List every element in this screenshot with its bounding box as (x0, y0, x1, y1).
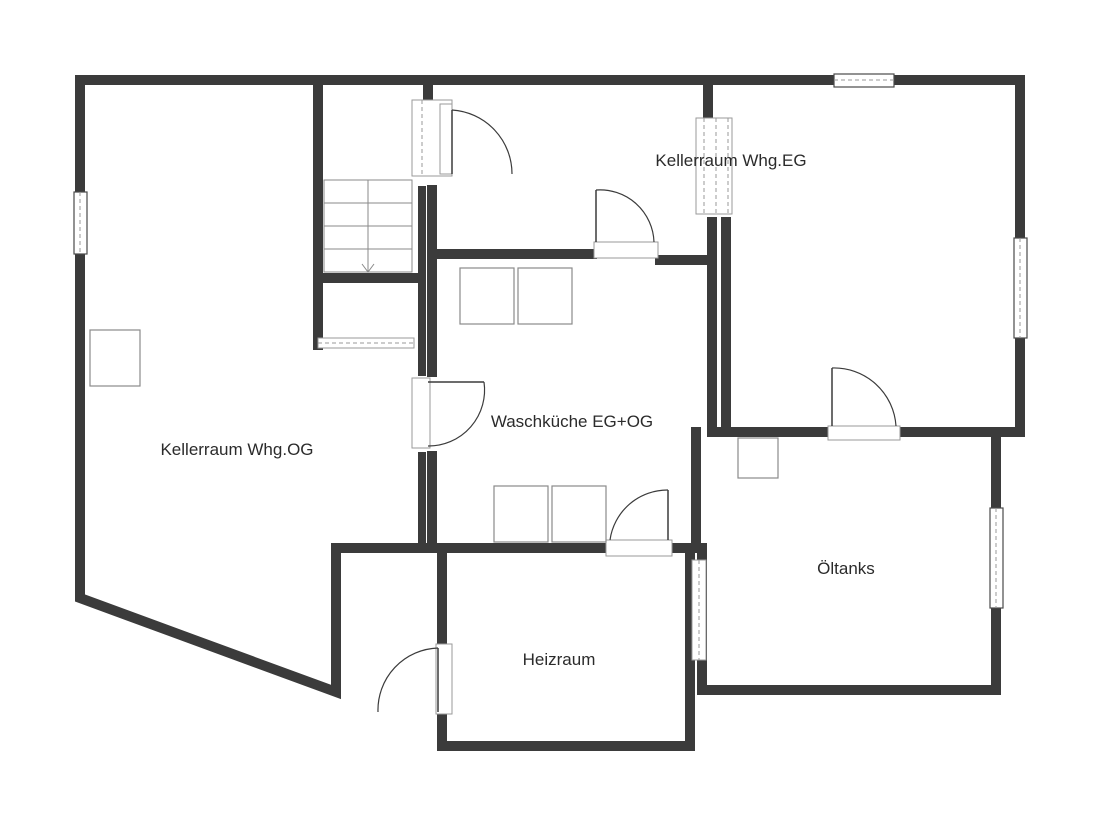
staircase (323, 179, 413, 273)
room-label-oeltanks: Öltanks (817, 559, 875, 578)
boiler-unit (89, 329, 141, 387)
door-stair-hall (439, 103, 513, 175)
room-labels: Kellerraum Whg.OG Kellerraum Whg.EG Wasc… (160, 151, 874, 669)
door-eg-south (827, 367, 901, 441)
door-frame (435, 643, 453, 715)
openings (317, 99, 733, 661)
opening-eg-passage (695, 117, 733, 215)
room-label-waschkueche: Waschküche EG+OG (491, 412, 653, 431)
room-label-heizraum: Heizraum (523, 650, 596, 669)
windows (73, 73, 1028, 609)
washing-machine (551, 485, 607, 543)
washing-machine (459, 267, 515, 325)
door-wasch-west (411, 377, 486, 449)
doors (377, 103, 901, 715)
door-frame (439, 103, 453, 175)
door-frame (605, 539, 673, 557)
room-label-keller-eg: Kellerraum Whg.EG (655, 151, 806, 170)
tank-unit (737, 437, 779, 479)
door-heiz-north (605, 489, 673, 557)
appliances (89, 267, 779, 543)
washing-machine (493, 485, 549, 543)
outer-wall-north-west (75, 75, 1025, 700)
door-wasch-north (593, 189, 659, 259)
door-heiz-west (377, 643, 453, 715)
door-frame (411, 377, 431, 449)
door-frame (593, 241, 659, 259)
washing-machine (517, 267, 573, 325)
heizraum-outer-wall (437, 543, 695, 751)
interior-walls (313, 80, 1025, 553)
room-label-keller-og: Kellerraum Whg.OG (160, 440, 313, 459)
stair-arrow (361, 263, 375, 273)
door-frame (827, 425, 901, 441)
